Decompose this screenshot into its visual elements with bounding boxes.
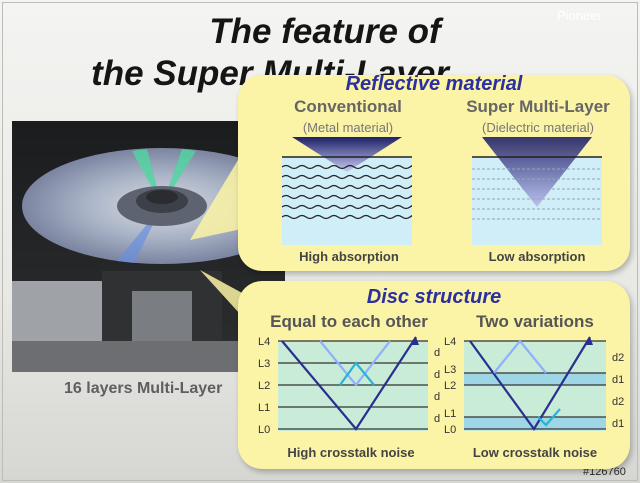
equal-heading: Equal to each other	[270, 312, 428, 331]
two-gap-label: d1	[612, 374, 624, 386]
conventional-layer-figure	[282, 137, 412, 245]
watermark-id: #126760	[583, 466, 626, 478]
super-multilayer-layer-figure	[472, 137, 602, 245]
disc-caption: 16 layers Multi-Layer	[64, 380, 223, 397]
super-multilayer-heading: Super Multi-Layer	[466, 97, 610, 116]
two-variations-figure: L4 L3 L2 L1 L0 d2 d1 d2 d1	[444, 336, 624, 436]
equal-layer-label: L1	[258, 402, 270, 414]
equal-layer-label: L0	[258, 424, 270, 436]
two-layer-label: L4	[444, 336, 456, 348]
two-layer-label: L1	[444, 408, 456, 420]
equal-gap-label: d	[434, 413, 440, 425]
two-layer-label: L3	[444, 364, 456, 376]
two-gap-label: d1	[612, 418, 624, 430]
equal-layer-label: L2	[258, 380, 270, 392]
conventional-heading: Conventional	[294, 97, 402, 116]
equal-spacing-figure: L4 L3 L2 L1 L0 d d d d	[258, 336, 440, 436]
equal-gap-label: d	[434, 347, 440, 359]
equal-result: High crosstalk noise	[287, 445, 415, 460]
two-variations-result: Low crosstalk noise	[472, 445, 598, 460]
two-layer-label: L0	[444, 424, 456, 436]
two-variations-heading: Two variations	[476, 312, 594, 331]
two-gap-label: d2	[612, 352, 624, 364]
pioneer-logo: Pioneer	[557, 8, 602, 23]
reflective-material-panel: Reflective material Conventional (Metal …	[238, 73, 630, 271]
disc-structure-panel: Disc structure Equal to each other Two v…	[238, 281, 630, 469]
slide-title-line1: The feature of	[209, 12, 441, 51]
conventional-result: High absorption	[299, 249, 399, 264]
equal-layer-label: L4	[258, 336, 270, 348]
two-layer-label: L2	[444, 380, 456, 392]
super-multilayer-material: (Dielectric material)	[482, 120, 594, 135]
disc-structure-title: Disc structure	[366, 286, 502, 308]
two-gap-label: d2	[612, 396, 624, 408]
equal-gap-label: d	[434, 369, 440, 381]
equal-gap-label: d	[434, 391, 440, 403]
reflective-material-title: Reflective material	[345, 73, 523, 95]
super-multilayer-result: Low absorption	[488, 249, 586, 264]
conventional-material: (Metal material)	[302, 120, 394, 135]
equal-layer-label: L3	[258, 358, 270, 370]
